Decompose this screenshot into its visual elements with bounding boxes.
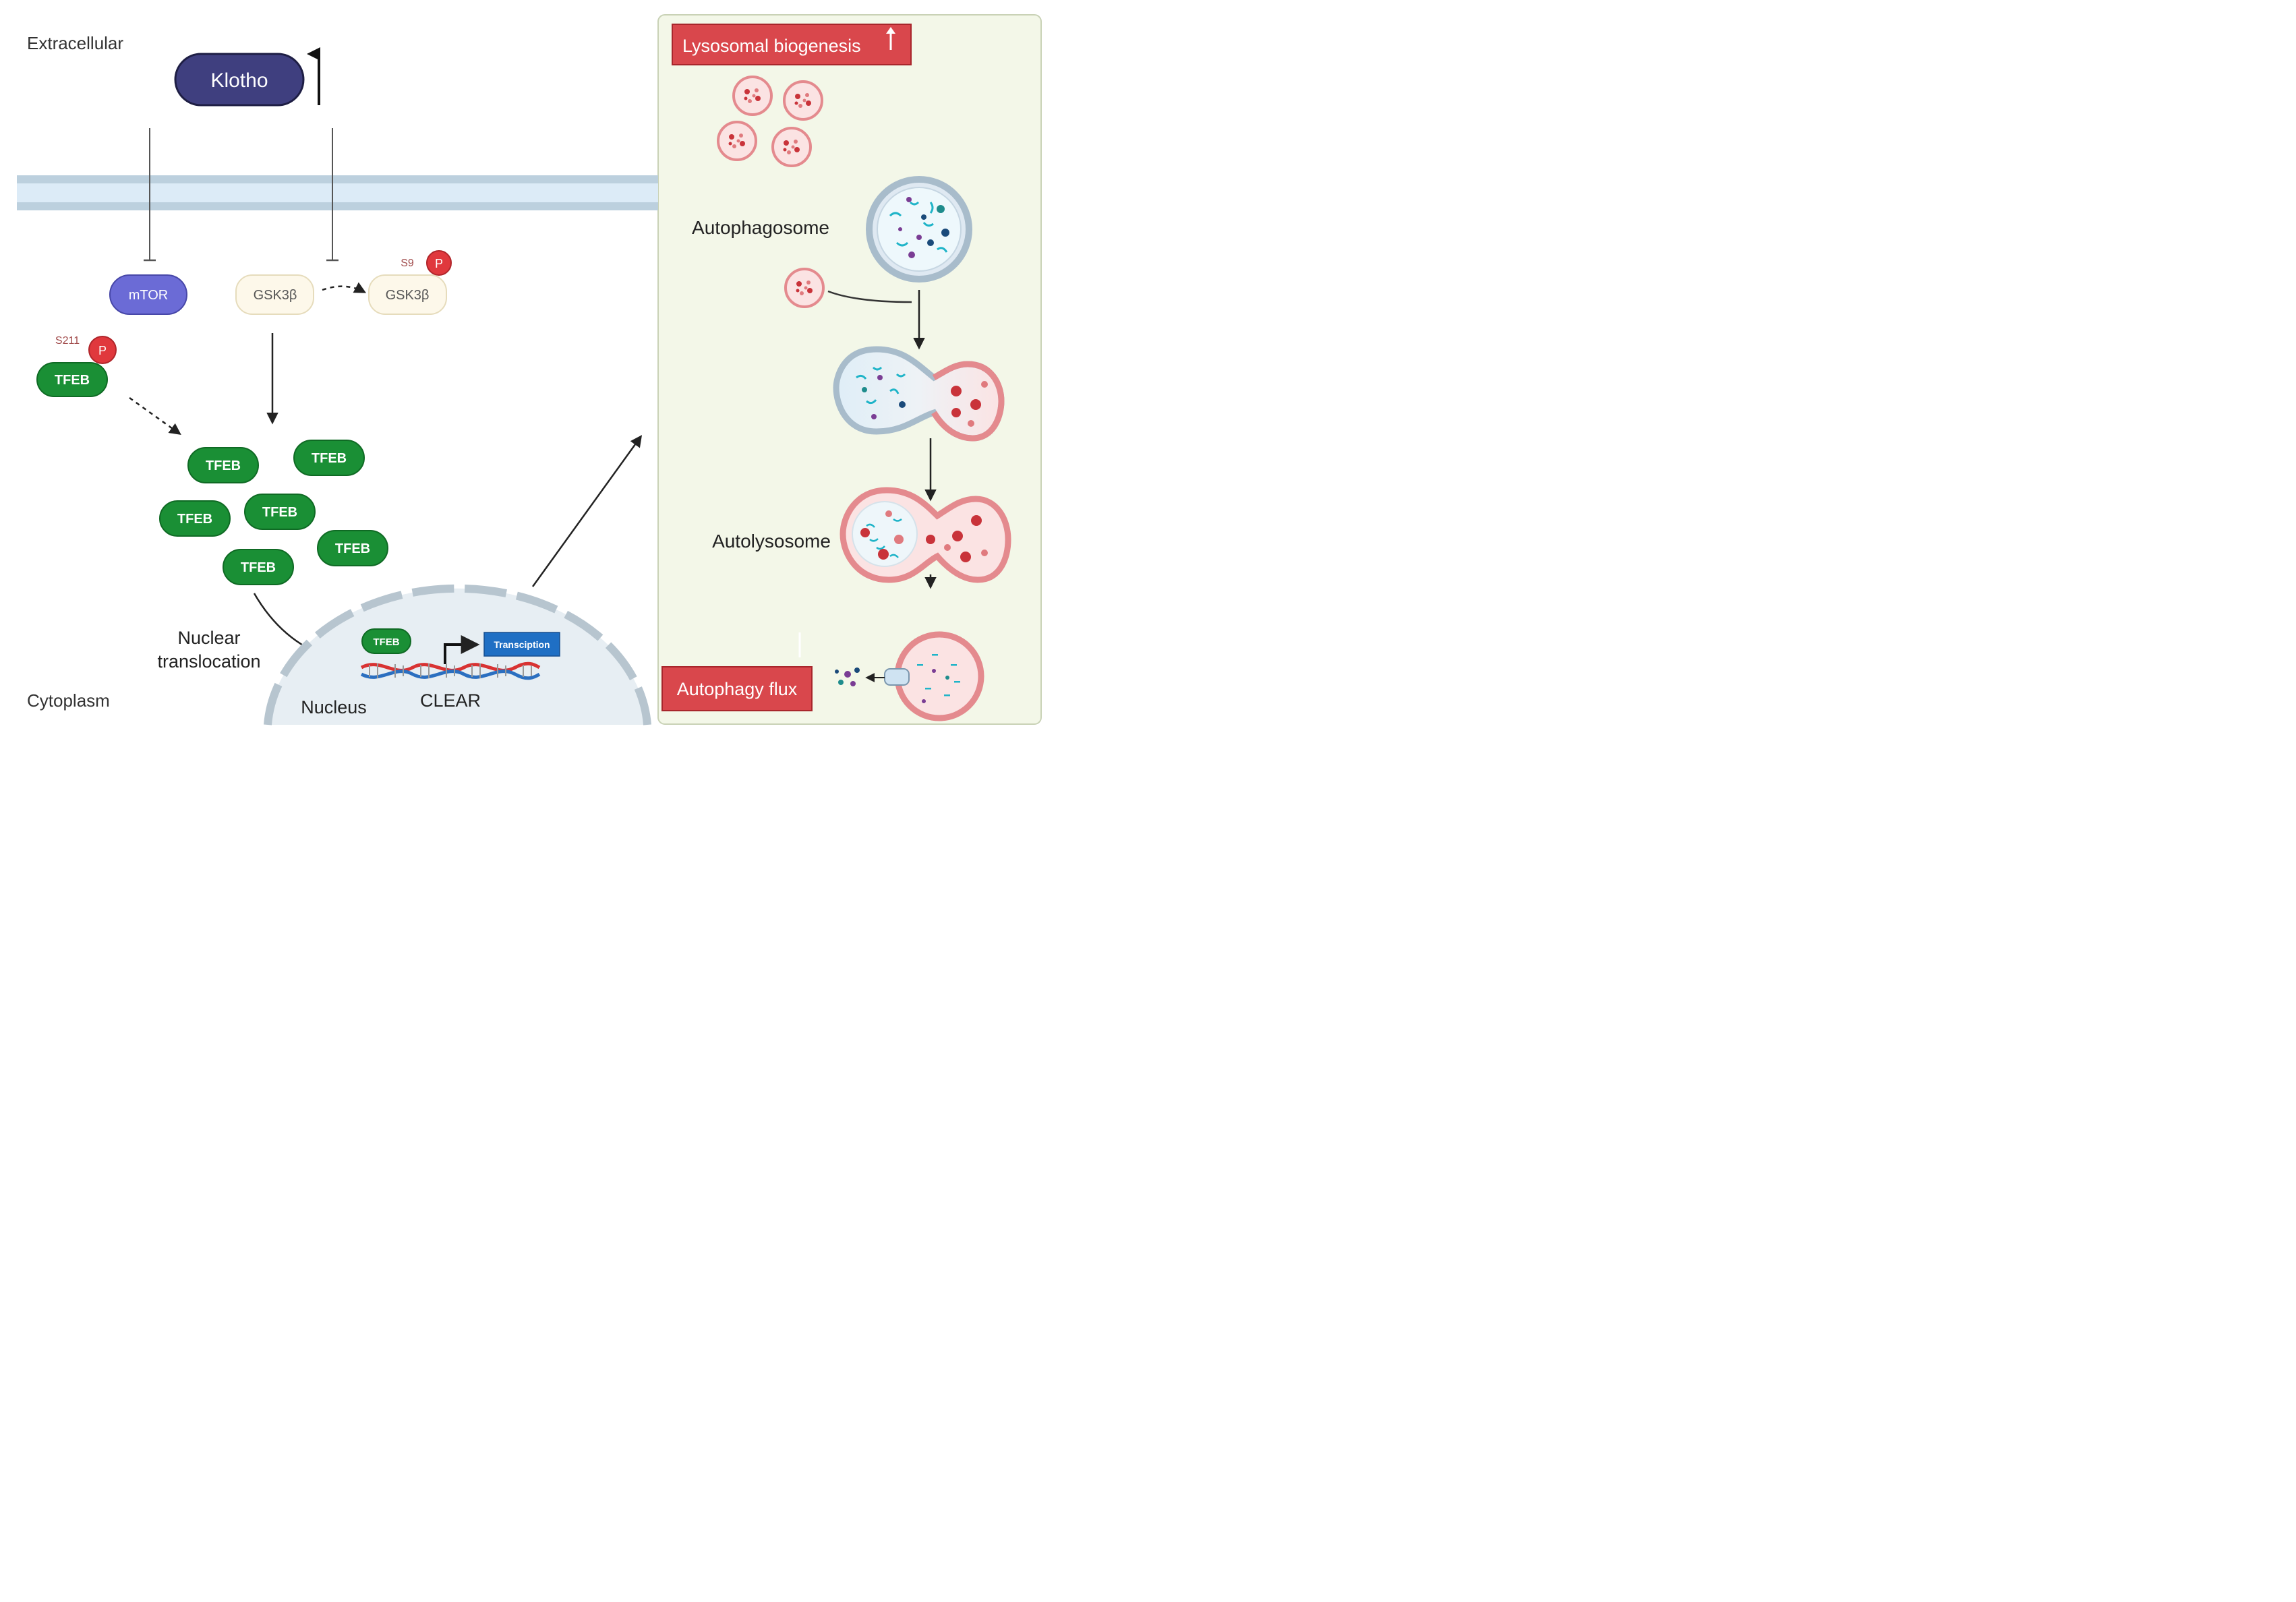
tfeb-site-label: S211 [55, 335, 80, 347]
tfeb-nuclear-node: TFEB [361, 628, 411, 654]
nucleus [264, 584, 651, 725]
transcription-label: Transciption [494, 639, 550, 650]
biogenesis-up-arrowhead [886, 27, 895, 34]
tfeb-node: TFEB [223, 549, 294, 585]
nucleus-to-panel-arrow [531, 435, 643, 587]
autophagosome-label: Autophagosome [692, 217, 829, 238]
tfeb-label: TFEB [312, 451, 347, 466]
dna-helix [360, 661, 541, 680]
tfeb-node: TFEB [293, 440, 365, 476]
gsk3b-phosphorylation-arrow [322, 282, 367, 293]
tfeb-label: TFEB [262, 505, 297, 520]
mtor-inhibition-line [144, 128, 156, 262]
tfeb-label: TFEB [241, 560, 276, 575]
gsk3b-phospho-mark-label: P [435, 257, 443, 270]
klotho-node: Klotho [174, 53, 305, 107]
autolysosome [840, 487, 1011, 583]
tfeb-phospho-node: TFEB P S211 [36, 335, 117, 397]
tfeb-phospho-mark [88, 336, 117, 364]
lysosome [732, 76, 773, 116]
tfeb-node: TFEB [317, 530, 388, 566]
gsk3b-inhibition-line [326, 128, 338, 262]
lysosome [717, 121, 757, 161]
lysosome [783, 80, 823, 121]
extracellular-label: Extracellular [27, 33, 123, 53]
nuclear-translocation-line1: Nuclear [177, 628, 240, 648]
gsk3b-node: GSK3β [235, 274, 314, 315]
degradative-lysosome [894, 631, 984, 721]
clear-label: CLEAR [420, 690, 481, 711]
tfeb-node: TFEB [159, 500, 231, 537]
plasma-membrane [17, 175, 658, 210]
mtor-label: mTOR [129, 288, 169, 303]
autolysosome-label: Autolysosome [712, 531, 831, 552]
gsk3b-phospho-node: GSK3β P S9 [368, 250, 452, 315]
lysosome [771, 127, 812, 167]
tfeb-nuclear-label: TFEB [373, 636, 399, 648]
tfeb-label: TFEB [177, 512, 212, 527]
tfeb-phospho-mark-label: P [98, 344, 107, 357]
nuclear-translocation-line2: translocation [157, 651, 260, 672]
lysosomal-channel [884, 668, 910, 686]
tfeb-label: TFEB [206, 458, 241, 473]
fusing-vesicle [833, 346, 1005, 442]
released-nutrients [835, 668, 860, 686]
lysosome-fusion-line [827, 290, 912, 303]
mtor-node: mTOR [109, 274, 187, 315]
tfeb-node: TFEB [244, 494, 316, 530]
autophagy-flux-box: Autophagy flux [661, 666, 813, 711]
gsk3b-phospho-label: GSK3β [386, 288, 430, 303]
autophagy-flux-label: Autophagy flux [677, 679, 798, 699]
tfeb-phospho-label: TFEB [55, 373, 90, 388]
tfeb-cluster: TFEB TFEB TFEB TFEB TFEB TFEB [159, 440, 388, 585]
nucleus-label: Nucleus [301, 697, 367, 717]
lysosomal-biogenesis-label: Lysosomal biogenesis [682, 36, 861, 56]
tfeb-node: TFEB [187, 447, 259, 483]
tfeb-label: TFEB [335, 541, 370, 556]
lysosomal-biogenesis-box: Lysosomal biogenesis [672, 24, 912, 65]
tfeb-dephosphorylation-arrow [129, 396, 181, 436]
gsk3b-site-label: S9 [401, 258, 414, 269]
cytoplasm-label: Cytoplasm [27, 690, 110, 711]
autophagosome [866, 176, 972, 283]
transcription-box: Transciption [483, 632, 560, 657]
gsk3b-label: GSK3β [254, 288, 297, 303]
transcription-start-arrow [444, 635, 480, 664]
pathway-diagram: Extracellular Cytoplasm Klotho mTOR GSK3… [17, 14, 1042, 725]
gsk3b-phospho-mark [426, 250, 452, 276]
klotho-label: Klotho [210, 69, 268, 92]
lysosome [784, 268, 825, 308]
